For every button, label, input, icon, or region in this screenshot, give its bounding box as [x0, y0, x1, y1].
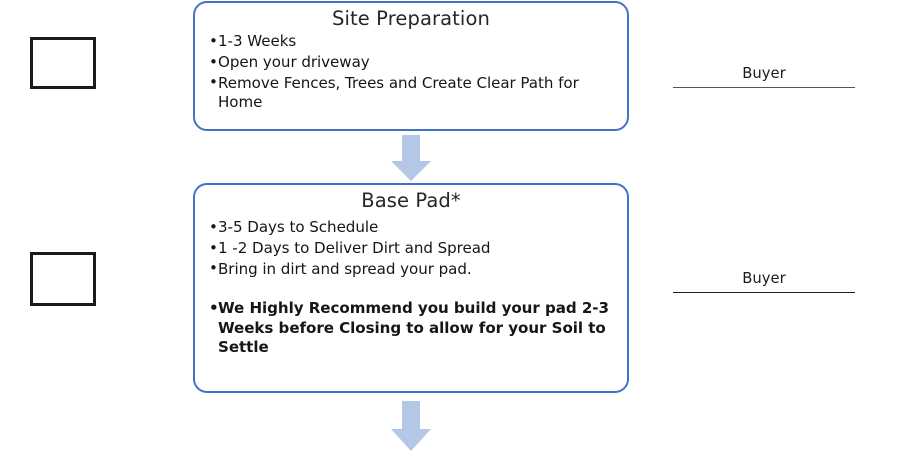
role-label-text: Buyer: [742, 270, 786, 287]
step-bullet-list-site-preparation: 1-3 Weeks Open your driveway Remove Fenc…: [195, 32, 627, 112]
role-underline: [673, 86, 855, 88]
list-item: Remove Fences, Trees and Create Clear Pa…: [209, 73, 617, 113]
list-item: 1 -2 Days to Deliver Dirt and Spread: [209, 239, 617, 259]
step-title-site-preparation: Site Preparation: [332, 7, 490, 30]
list-item: 3-5 Days to Schedule: [209, 218, 617, 238]
role-label-base-pad: Buyer: [673, 270, 855, 294]
list-item: Open your driveway: [209, 53, 617, 73]
step-bullet-list-base-pad: 3-5 Days to Schedule 1 -2 Days to Delive…: [195, 218, 627, 358]
role-label-text: Buyer: [742, 65, 786, 82]
list-item: 1-3 Weeks: [209, 32, 617, 52]
base-pad-checkbox[interactable]: [30, 252, 96, 306]
process-step-base-pad[interactable]: Base Pad* 3-5 Days to Schedule 1 -2 Days…: [193, 183, 629, 393]
process-step-site-preparation[interactable]: Site Preparation 1-3 Weeks Open your dri…: [193, 1, 629, 131]
list-item: We Highly Recommend you build your pad 2…: [209, 299, 617, 358]
site-preparation-checkbox[interactable]: [30, 37, 96, 89]
down-arrow-icon: [391, 135, 431, 181]
role-label-site-preparation: Buyer: [673, 65, 855, 88]
step-title-base-pad: Base Pad*: [361, 189, 461, 212]
role-underline: [673, 291, 855, 294]
down-arrow-icon: [391, 401, 431, 451]
list-item: Bring in dirt and spread your pad.: [209, 259, 617, 280]
